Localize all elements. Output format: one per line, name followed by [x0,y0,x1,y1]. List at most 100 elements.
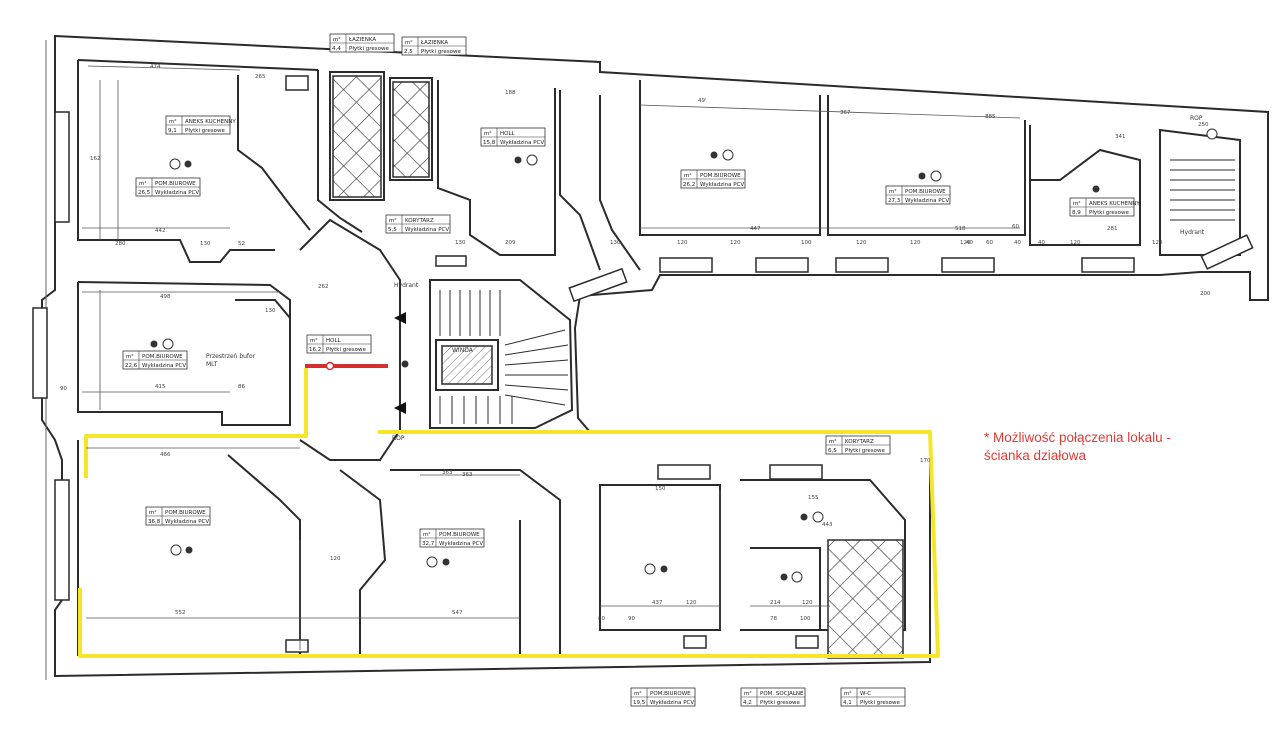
dimension-value: 341 [1115,134,1126,140]
dimension-value: 150 [655,486,666,492]
room-area-unit: m² [139,180,147,187]
dimension-value: 120 [330,556,341,562]
dimension-value: 80 [598,616,605,622]
room-name: POM.BIUROWE [155,181,196,187]
radiators [285,75,1254,653]
room-finish: Wykładzina PCV [500,140,544,146]
dimension-value: 437 [652,600,663,606]
room-area-unit: m² [169,118,177,125]
room-area-value: 22,6 [125,363,138,369]
room-area-value: 2,5 [404,49,413,55]
dimension-value: 120 [802,600,813,606]
room-area-value: 9,1 [168,128,177,134]
dimension-value: 90 [628,616,635,622]
room-area-value: 15,8 [483,140,496,146]
small-labels: WINDA Hydrant Hydrant ROP ROP Przestrzeń… [206,115,1205,442]
dimension-value: 280 [115,241,126,247]
dimension-value: 130 [610,240,621,246]
room-area-unit: m² [149,509,157,516]
dimension-value: 120 [677,240,688,246]
room-area-value: 19,5 [633,700,646,706]
dimension-value: 552 [175,610,186,616]
level-arrows [394,312,406,414]
room-finish: Wykładzina PCV [405,227,449,233]
dimension-value: 130 [455,240,466,246]
dimension-value: 363 [442,470,453,476]
room-finish: Płytki gresowe [326,347,366,353]
hydrant-label-b: Hydrant [1180,229,1205,236]
room-area-value: 4,4 [332,46,341,52]
room-finish: Płytki gresowe [760,700,800,706]
room-area-unit: m² [126,353,134,360]
buffer-label-a: Przestrzeń bufor [206,353,256,360]
rop-label-b: ROP [1190,115,1203,122]
room-name: KORYTARZ [845,439,874,445]
room-name: ŁAZIENKA [348,37,376,43]
dimension-value: 60 [986,240,993,246]
partition-marker [325,361,335,371]
room-name: POM.BIUROWE [905,189,946,195]
room-finish: Wykładzina PCV [142,363,186,369]
room-name: POM.BIUROWE [650,691,691,697]
dimension-value: 885 [985,114,996,120]
room-area-unit: m² [634,690,642,697]
dimension-value: 281 [1107,226,1118,232]
rop-label-a: ROP [392,435,405,442]
buffer-label-b: MLT [206,361,218,368]
room-area-unit: m² [484,130,492,137]
room-finish: Płytki gresowe [860,700,900,706]
left-windows [32,111,70,601]
room-finish: Wykładzina PCV [155,190,199,196]
dimension-value: 265 [255,74,266,80]
room-area-unit: m² [1073,200,1081,207]
room-finish: Wykładzina PCV [905,198,949,204]
room-name: POM.BIUROWE [439,532,480,538]
dimension-value: 130 [265,308,276,314]
dimension-value: 442 [155,228,166,234]
dimension-value: 200 [1200,291,1211,297]
room-area-unit: m² [405,39,413,46]
room-finish: Płytki gresowe [421,49,461,55]
elevator-label: WINDA [452,347,474,354]
dimension-value: 155 [808,495,819,501]
dimension-value: 130 [200,241,211,247]
dimension-value: 415 [155,384,166,390]
room-area-unit: m² [333,36,341,43]
room-area-value: 5,5 [388,227,397,233]
dimension-value: 120 [856,240,867,246]
room-finish: Wykładzina PCV [165,519,209,525]
room-area-value: 6,5 [828,448,837,454]
room-area-value: 27,3 [888,198,901,204]
dimension-value: 474 [150,64,161,70]
room-markers [150,128,1218,583]
dimension-value: 120 [730,240,741,246]
dimension-value: 188 [505,90,516,96]
room-area-value: 32,7 [422,541,435,547]
room-area-value: 26,2 [683,182,695,188]
dimension-value: 40 [1014,240,1021,246]
dimension-value: 40 [966,240,973,246]
room-name: KORYTARZ [405,218,434,224]
room-area-unit: m² [829,438,837,445]
room-area-unit: m² [310,337,318,344]
dimension-lines [82,65,1021,650]
room-finish: Płytki gresowe [349,46,389,52]
dimension-value: 49' [698,98,707,104]
dimension-value: 447 [750,226,761,232]
dimension-value: 250 [1198,122,1209,128]
dimension-value: 100 [800,616,811,622]
hydrant-label-a: Hydrant [394,282,419,289]
main-staircase [439,290,569,424]
